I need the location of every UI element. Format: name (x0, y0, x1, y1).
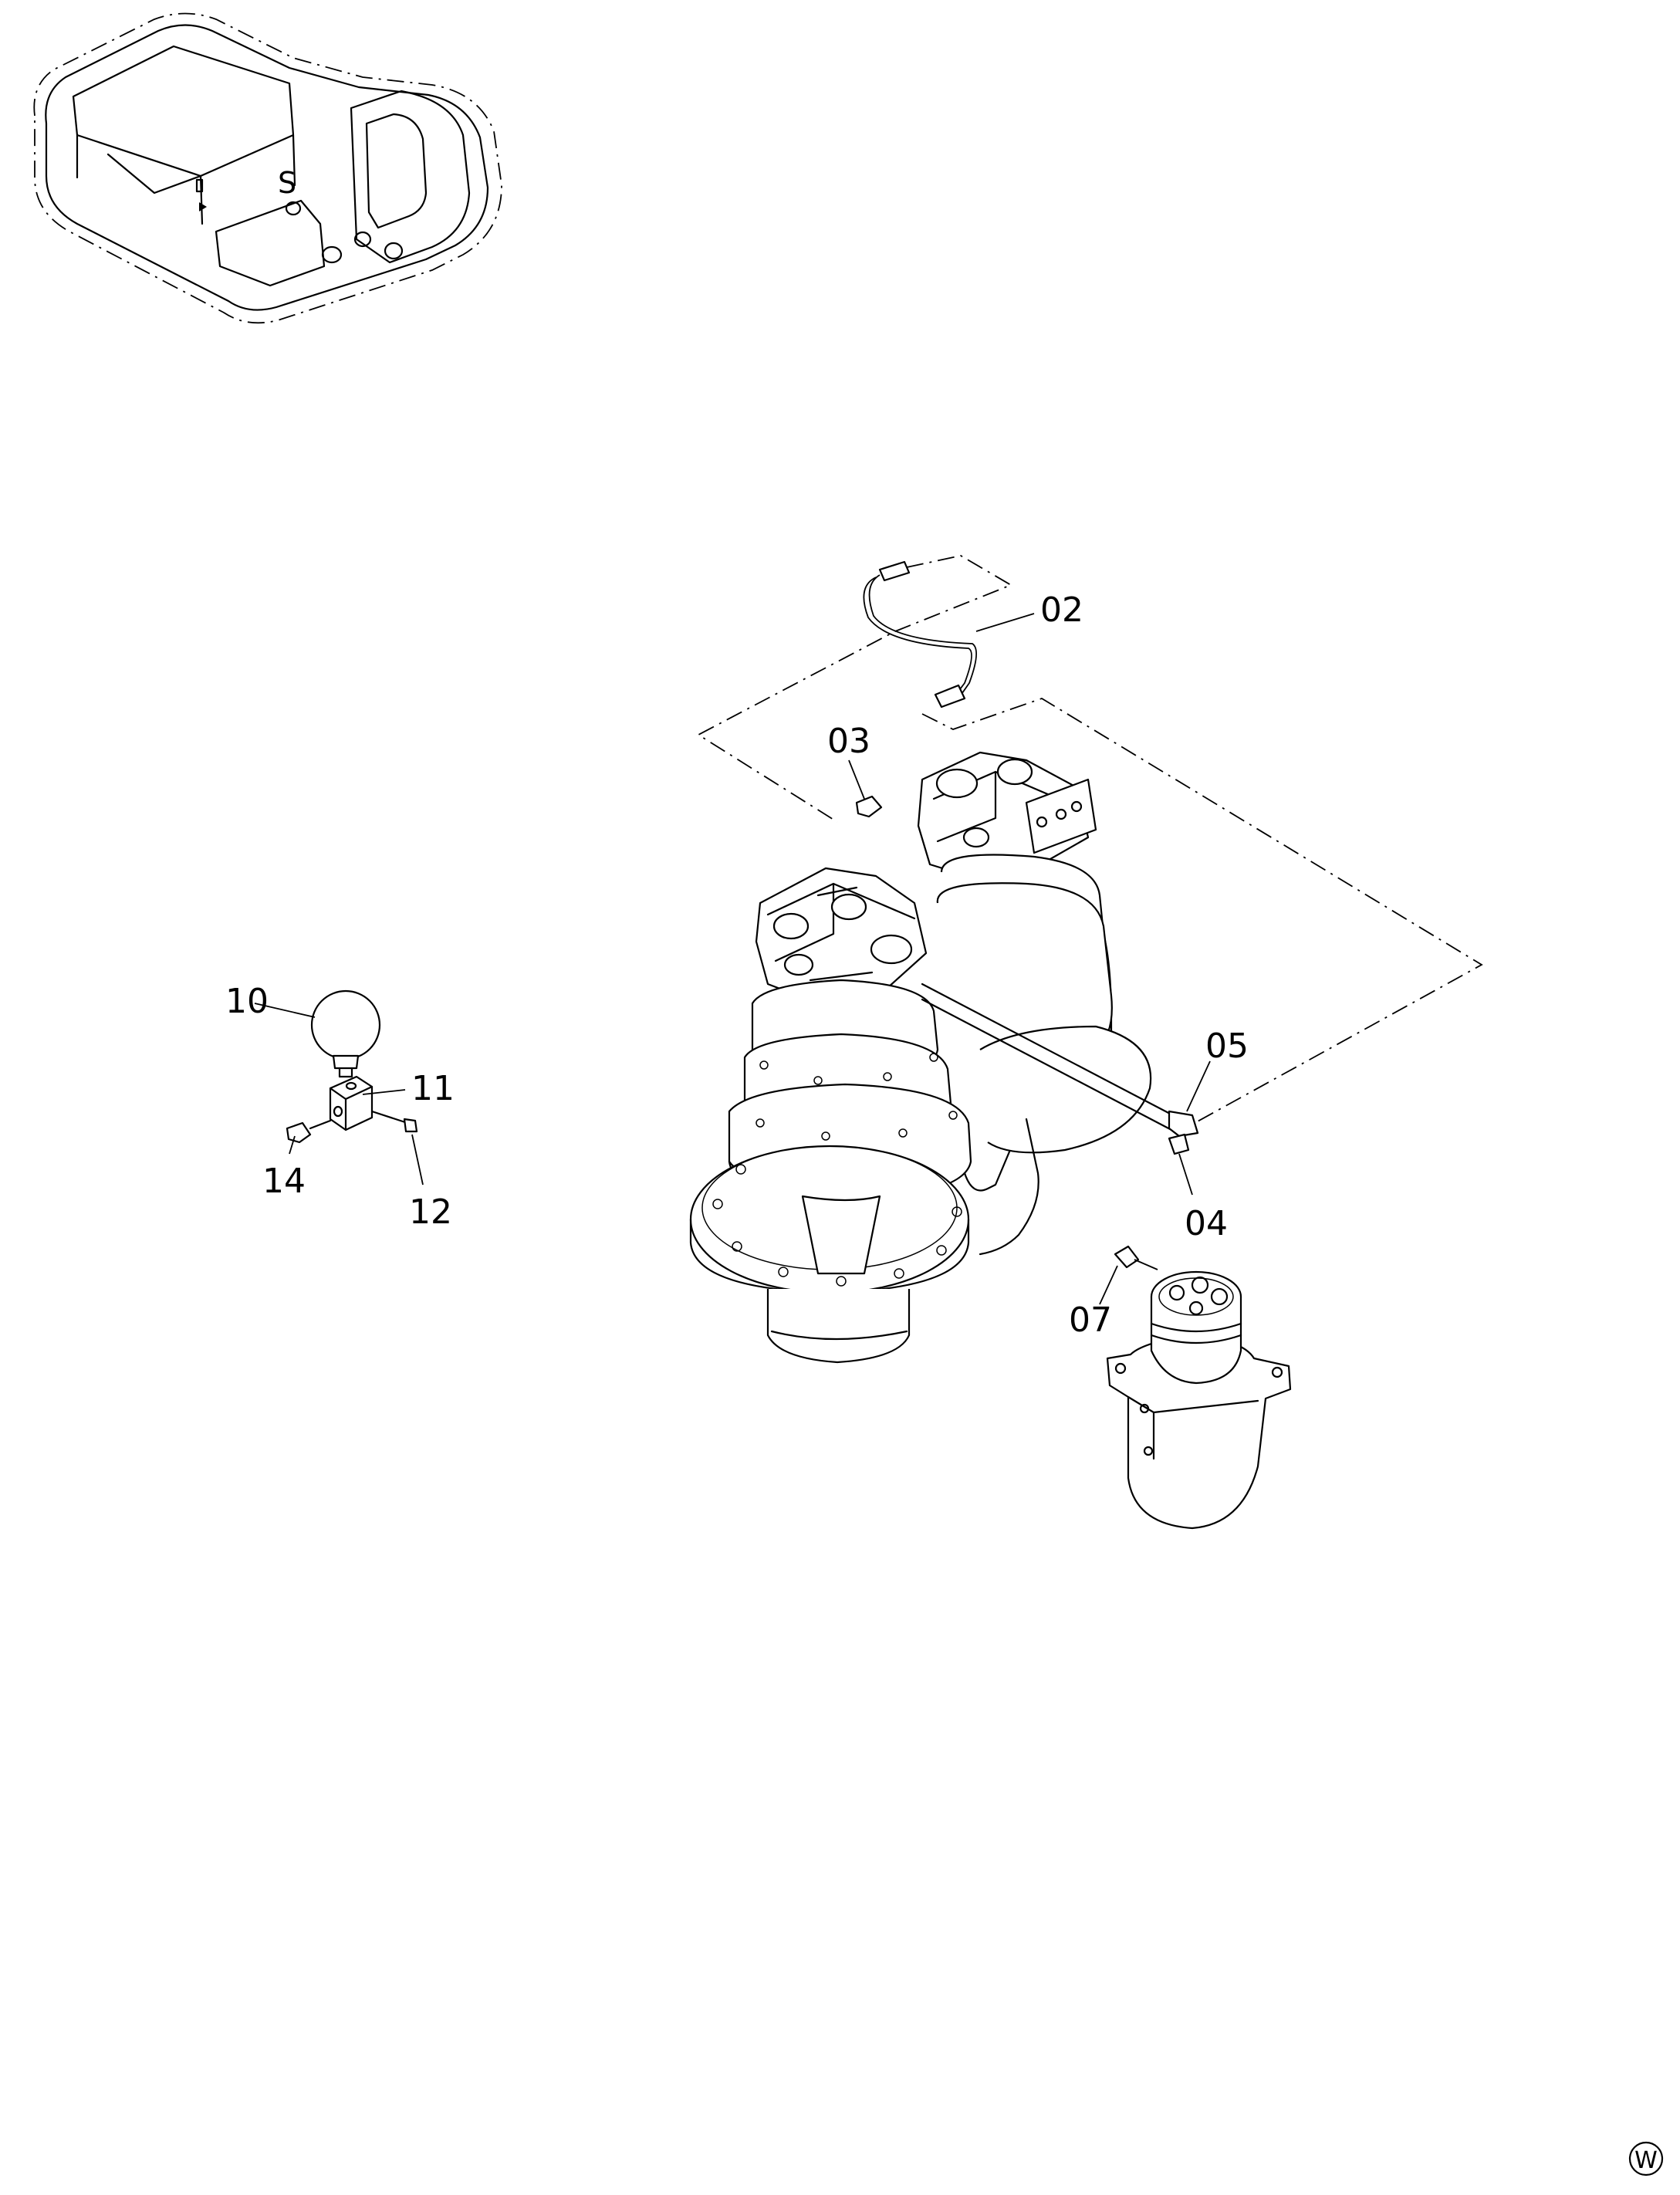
callout-10: 10 (225, 982, 269, 1021)
callout-05: 05 (1205, 1026, 1249, 1066)
drain-line: 05 04 (921, 983, 1249, 1243)
hose-end-bottom (934, 684, 966, 709)
bolt-12 (403, 1118, 418, 1133)
swing-motor-rear (917, 751, 1152, 1256)
callout-04: 04 (1185, 1204, 1228, 1243)
callout-12: 12 (409, 1192, 452, 1232)
machine-location-view: S (33, 12, 502, 324)
location-mark: S (278, 166, 296, 200)
fitting-03 (855, 795, 883, 818)
callout-03: 03 (827, 722, 870, 761)
accumulator-assembly: 10 11 14 12 (225, 982, 455, 1232)
swing-motor-front (689, 867, 972, 1364)
accumulator-sphere (310, 989, 381, 1060)
center-joint: 07 (1069, 1245, 1292, 1530)
valve-block (329, 1075, 374, 1131)
corner-mark: W (1628, 2141, 1664, 2176)
callout-11: 11 (411, 1069, 455, 1108)
hose-end-top (878, 560, 911, 582)
callout-07: 07 (1069, 1300, 1112, 1340)
callout-14: 14 (262, 1162, 306, 1201)
callout-02: 02 (1040, 590, 1083, 630)
corner-mark-letter: W (1634, 2147, 1658, 2174)
hose-assembly: 02 (697, 555, 1483, 1131)
fitting-03-group: 03 (827, 722, 883, 818)
fitting-05 (1168, 1110, 1199, 1138)
fitting-04 (1168, 1133, 1190, 1155)
fitting-07 (1114, 1245, 1140, 1269)
fitting-14 (286, 1121, 312, 1144)
